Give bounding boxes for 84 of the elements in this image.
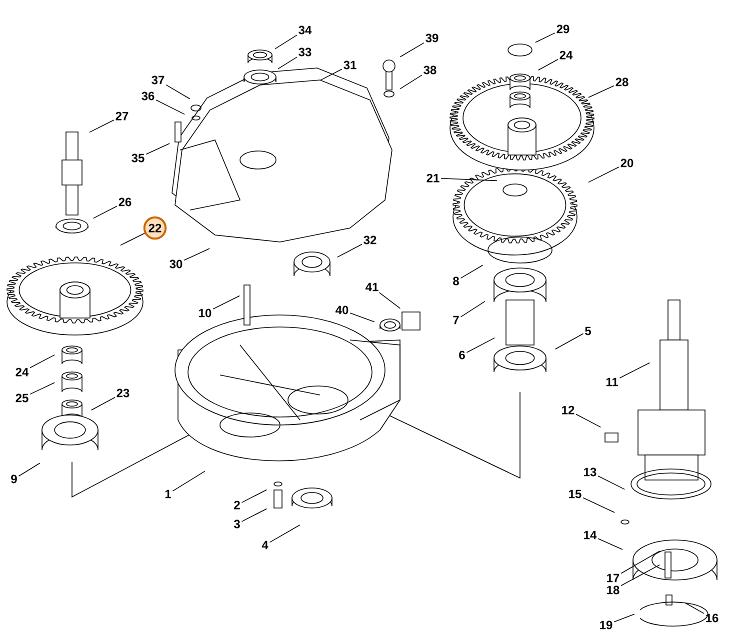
leader-line — [588, 166, 620, 183]
callout-number: 21 — [426, 174, 440, 182]
leader-line — [92, 206, 118, 219]
callout-number: 14 — [584, 530, 597, 540]
leader-line — [684, 602, 704, 614]
callout-number: 23 — [116, 388, 130, 398]
leader-line — [184, 248, 210, 261]
callout-number: 38 — [424, 66, 436, 74]
callout-number: 3 — [234, 520, 240, 528]
callout-number: 19 — [600, 620, 612, 630]
leader-line — [241, 489, 268, 503]
callout-number: 15 — [569, 490, 582, 498]
leader-line — [172, 470, 206, 492]
leader-line — [614, 614, 635, 622]
callout-number: 2 — [234, 500, 240, 510]
leader-line — [619, 362, 650, 378]
callout-number: 40 — [336, 306, 348, 314]
leader-line — [466, 337, 496, 353]
leader-line — [269, 524, 300, 543]
leader-line — [598, 476, 625, 490]
callout-number: 30 — [170, 260, 182, 268]
leader-line — [146, 143, 170, 155]
leader-line — [440, 178, 498, 182]
leader-line — [588, 85, 614, 98]
leader-line — [460, 264, 484, 279]
callout-number: 39 — [426, 34, 438, 42]
callout-number: 18 — [607, 586, 620, 594]
leader-line — [538, 59, 558, 70]
highlighted-callout-number: 22 — [143, 216, 167, 240]
leader-line — [241, 508, 268, 522]
leader-line — [460, 300, 486, 318]
callout-number: 17 — [607, 574, 620, 582]
leader-line — [212, 295, 240, 310]
callout-number: 37 — [152, 76, 164, 84]
callout-number: 8 — [453, 276, 459, 286]
leader-line — [378, 292, 401, 309]
leader-line — [120, 232, 145, 246]
callout-number: 25 — [16, 394, 28, 402]
callout-number: 11 — [606, 378, 618, 386]
leader-line — [582, 497, 615, 513]
callout-number: 41 — [366, 282, 378, 292]
callout-number: 28 — [616, 78, 628, 86]
leader-line — [89, 120, 114, 133]
leader-line — [576, 414, 602, 428]
leader-line — [620, 550, 660, 574]
callout-number: 20 — [620, 158, 634, 168]
callout-number: 33 — [298, 48, 312, 56]
leader-line — [320, 68, 342, 81]
leader-line — [336, 244, 362, 258]
leader-line — [90, 396, 116, 410]
callout-number: 9 — [11, 474, 17, 484]
callout-number: 31 — [344, 60, 356, 70]
callout-number: 27 — [116, 112, 128, 120]
callout-number: 4 — [262, 540, 268, 550]
callout-number: 13 — [584, 468, 596, 476]
leader-line — [274, 34, 298, 50]
callout-number: 12 — [562, 406, 574, 414]
leader-line — [554, 333, 584, 350]
leader-line — [598, 538, 623, 550]
callout-number: 10 — [199, 308, 212, 318]
leader-line — [30, 382, 55, 395]
leader-line — [535, 32, 556, 43]
leader-line — [30, 354, 56, 368]
callout-number: 26 — [118, 198, 132, 206]
leader-line — [166, 84, 190, 100]
leader-line — [278, 56, 298, 70]
callout-number: 6 — [459, 350, 465, 360]
leader-line — [350, 312, 375, 322]
callout-number: 1 — [165, 490, 171, 498]
callout-number: 7 — [453, 316, 459, 324]
callout-number: 32 — [364, 236, 376, 244]
callout-number: 24 — [560, 50, 573, 60]
callout-number: 34 — [298, 26, 312, 34]
callout-number: 5 — [585, 326, 591, 336]
callout-number: 24 — [16, 368, 29, 376]
leader-line — [400, 42, 424, 58]
leader-line — [156, 100, 185, 115]
leader-line — [400, 74, 422, 90]
leader-line — [620, 564, 660, 586]
callout-number: 29 — [556, 24, 570, 34]
callout-number: 35 — [132, 154, 144, 162]
leader-line — [18, 462, 40, 476]
callout-number: 16 — [706, 614, 718, 622]
callout-number: 36 — [142, 92, 154, 100]
